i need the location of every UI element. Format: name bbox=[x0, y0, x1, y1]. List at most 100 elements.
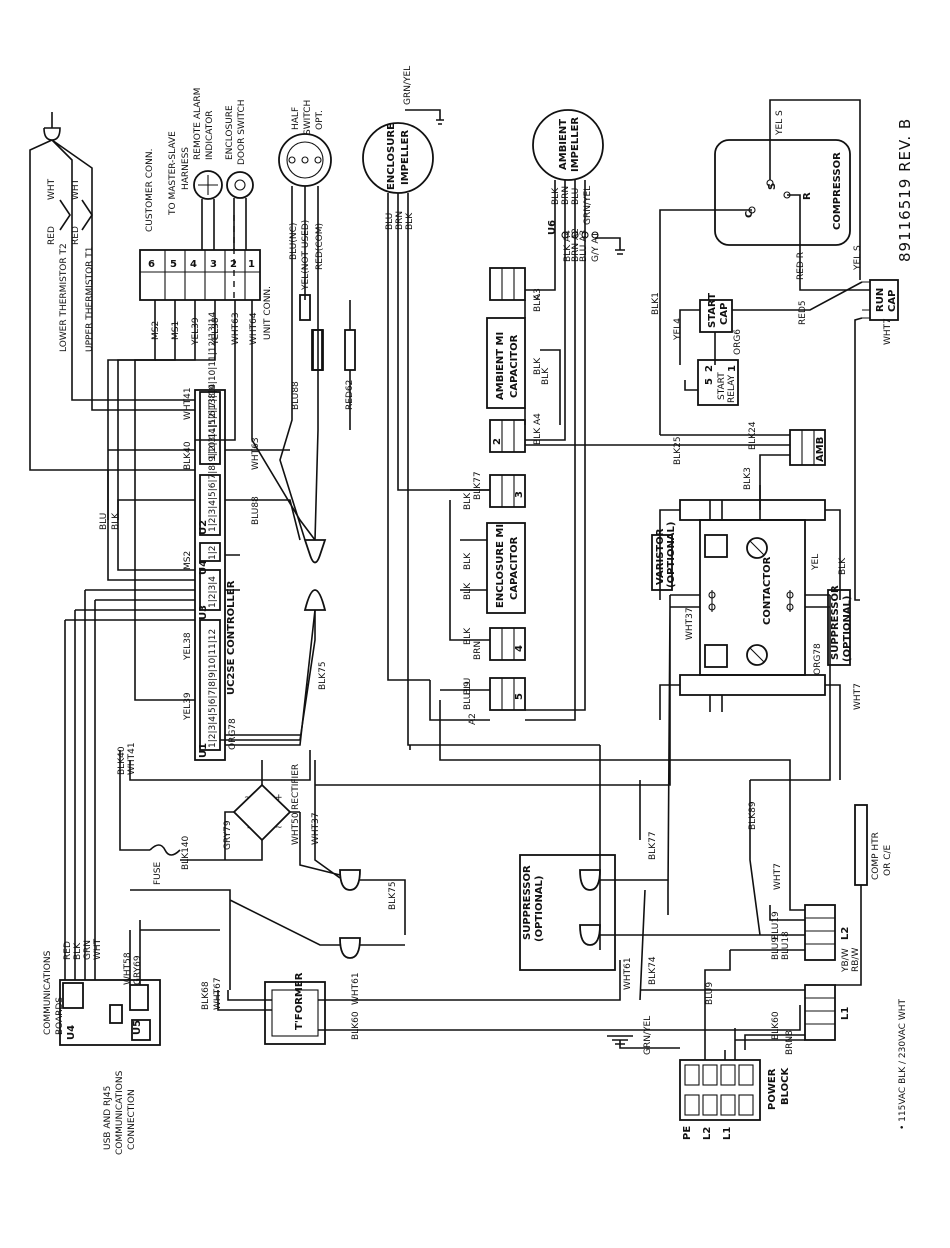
svg-text:(OPTIONAL): (OPTIONAL) bbox=[842, 596, 853, 663]
svg-text:BLU: BLU bbox=[571, 188, 581, 205]
start-relay: 5 2 1 START RELAY bbox=[684, 359, 739, 406]
svg-text:BLU18: BLU18 bbox=[781, 931, 791, 960]
svg-text:RED: RED bbox=[63, 941, 73, 960]
comp-heater: COMP HTR OR C/E YB/W RB/W bbox=[835, 804, 893, 986]
connector-block-2: 2 BLK A4 bbox=[489, 413, 543, 453]
svg-text:3: 3 bbox=[514, 491, 525, 498]
rectifier: ~ ~ - + RECTIFIER GRY79 WHT50 WHT37 bbox=[180, 760, 321, 861]
communications-boards: U4 U5 COMMUNICATIONS BOARDS USB AND RJ45… bbox=[43, 920, 220, 1155]
svg-text:BLK A4: BLK A4 bbox=[563, 230, 573, 262]
remote-alarm-indicator: REMOTE ALARM INDICATOR bbox=[193, 88, 223, 250]
terminal-l2: L2 BLU19 BLU18 BLU9 WHT7 bbox=[730, 863, 851, 961]
halt-switch: BLU(NC) YEL(NOT USED) RED(COM) BLU88 RED… bbox=[278, 100, 356, 541]
svg-text:BLU88: BLU88 bbox=[251, 496, 261, 525]
svg-text:1|2: 1|2 bbox=[208, 546, 218, 560]
svg-text:WHT: WHT bbox=[47, 178, 57, 200]
svg-text:RED62: RED62 bbox=[345, 380, 355, 410]
svg-text:RECTIFIER: RECTIFIER bbox=[291, 764, 301, 810]
svg-text:BLK1: BLK1 bbox=[651, 292, 661, 315]
svg-text:WHT63: WHT63 bbox=[251, 437, 261, 470]
svg-text:BLK: BLK bbox=[533, 294, 543, 312]
lower-thermistor-label: LOWER THERMISTOR T2 bbox=[59, 243, 69, 352]
svg-text:T'FORMER: T'FORMER bbox=[294, 972, 305, 1030]
connector-block-5: 5 BLU BLU19 A2 bbox=[429, 677, 805, 911]
svg-text:-: - bbox=[247, 823, 250, 833]
svg-text:BLU: BLU bbox=[463, 678, 473, 695]
svg-text:WHT37: WHT37 bbox=[311, 812, 321, 845]
svg-text:BLK: BLK bbox=[551, 187, 561, 205]
svg-text:RELAY: RELAY bbox=[727, 374, 737, 403]
svg-text:TO MASTER-SLAVE: TO MASTER-SLAVE bbox=[168, 131, 178, 216]
svg-text:IMPELLER: IMPELLER bbox=[400, 130, 411, 185]
run-capacitor: RUN CAP WHT7 bbox=[755, 279, 899, 601]
svg-text:WHT61: WHT61 bbox=[623, 957, 633, 990]
svg-text:G/Y A1: G/Y A1 bbox=[591, 232, 601, 262]
svg-text:CAP: CAP bbox=[887, 290, 898, 312]
svg-text:U4: U4 bbox=[198, 560, 209, 575]
svg-text:U3: U3 bbox=[198, 605, 209, 620]
svg-text:MS1: MS1 bbox=[171, 321, 181, 340]
svg-text:BLU: BLU bbox=[99, 513, 109, 530]
svg-text:L1: L1 bbox=[840, 1007, 851, 1020]
svg-text:BLK: BLK bbox=[405, 212, 415, 230]
svg-text:1|2|3|4: 1|2|3|4 bbox=[208, 576, 218, 608]
svg-text:VARISTOR: VARISTOR bbox=[655, 528, 666, 585]
svg-text:BLK25: BLK25 bbox=[673, 436, 683, 465]
controller-label: UC2SE CONTROLLER bbox=[226, 580, 237, 695]
amb-connector: AMB BLK24 BLK25 BLK3 bbox=[525, 421, 826, 520]
svg-text:YEL S: YEL S bbox=[775, 110, 785, 136]
svg-text:YEL: YEL bbox=[811, 554, 821, 571]
svg-text:RED R: RED R bbox=[796, 252, 806, 280]
svg-text:GRN/YEL: GRN/YEL bbox=[403, 66, 413, 105]
enclosure-door-switch: ENCLOSURE DOOR SWITCH bbox=[225, 99, 254, 300]
svg-text:ENCLOSURE: ENCLOSURE bbox=[225, 105, 235, 160]
bullet-connector-icon bbox=[303, 589, 327, 611]
suppressor-lower: SUPPRESSOR (OPTIONAL) BLK77 BLK89 WHT61 … bbox=[519, 801, 760, 990]
svg-text:RB/W: RB/W bbox=[851, 948, 861, 972]
svg-text:YB/W: YB/W bbox=[841, 948, 851, 973]
bullet-connector-icon bbox=[303, 539, 327, 564]
svg-text:FUSE: FUSE bbox=[153, 862, 163, 885]
svg-text:YEL39: YEL39 bbox=[191, 317, 201, 346]
svg-text:BLK89: BLK89 bbox=[748, 801, 758, 830]
svg-text:BLU19: BLU19 bbox=[771, 911, 781, 940]
svg-text:CAPACITOR: CAPACITOR bbox=[509, 334, 520, 398]
thermistor-probe-icon bbox=[43, 112, 61, 141]
svg-text:BLK75: BLK75 bbox=[318, 661, 328, 690]
svg-text:S: S bbox=[767, 183, 778, 190]
svg-text:L1: L1 bbox=[722, 1127, 733, 1140]
suppressor-contactor: SUPPRESSOR (OPTIONAL) bbox=[827, 585, 853, 666]
svg-text:YEL S: YEL S bbox=[853, 245, 863, 271]
svg-text:CAPACITOR: CAPACITOR bbox=[509, 536, 520, 600]
bullet-connector-icon bbox=[339, 869, 361, 891]
svg-text:BLK: BLK bbox=[463, 552, 473, 570]
svg-text:BLK74: BLK74 bbox=[648, 956, 658, 985]
svg-text:START: START bbox=[717, 372, 727, 400]
start-capacitor: START CAP YEL4 ORG6 RED5 bbox=[673, 293, 808, 365]
svg-text:BLK77: BLK77 bbox=[473, 471, 483, 500]
svg-text:SUPPRESSOR: SUPPRESSOR bbox=[522, 865, 533, 940]
svg-text:BLK: BLK bbox=[73, 942, 83, 960]
svg-text:4: 4 bbox=[190, 259, 197, 270]
terminal-l1: L1 BLK60 BRN8 bbox=[640, 984, 851, 1060]
svg-text:BLU9: BLU9 bbox=[705, 982, 715, 1005]
unit-conn-label: UNIT CONN. bbox=[263, 286, 273, 340]
svg-text:BLK24: BLK24 bbox=[748, 421, 758, 450]
svg-text:(OPTIONAL): (OPTIONAL) bbox=[666, 522, 677, 589]
svg-text:U5: U5 bbox=[132, 1020, 143, 1035]
svg-text:BLU88: BLU88 bbox=[291, 381, 301, 410]
svg-text:BLK: BLK bbox=[463, 492, 473, 510]
svg-text:L2: L2 bbox=[840, 927, 851, 940]
upper-thermistor-label: UPPER THERMISTOR T1 bbox=[85, 247, 95, 353]
svg-text:BLK68: BLK68 bbox=[201, 981, 211, 1010]
svg-text:ORG78: ORG78 bbox=[228, 718, 238, 750]
svg-text:A3: A3 bbox=[533, 288, 543, 300]
enclosure-impeller: ENCLOSURE IMPELLER BLU BRN BLK GRN/YEL bbox=[362, 66, 600, 746]
svg-text:U6: U6 bbox=[547, 220, 558, 235]
connector-block-a3: A3 BLK bbox=[489, 267, 543, 312]
svg-text:(OPTIONAL): (OPTIONAL) bbox=[534, 876, 545, 943]
svg-text:BLU: BLU bbox=[385, 213, 395, 230]
svg-text:BLK: BLK bbox=[541, 367, 551, 385]
svg-text:DOOR SWITCH: DOOR SWITCH bbox=[237, 99, 247, 165]
